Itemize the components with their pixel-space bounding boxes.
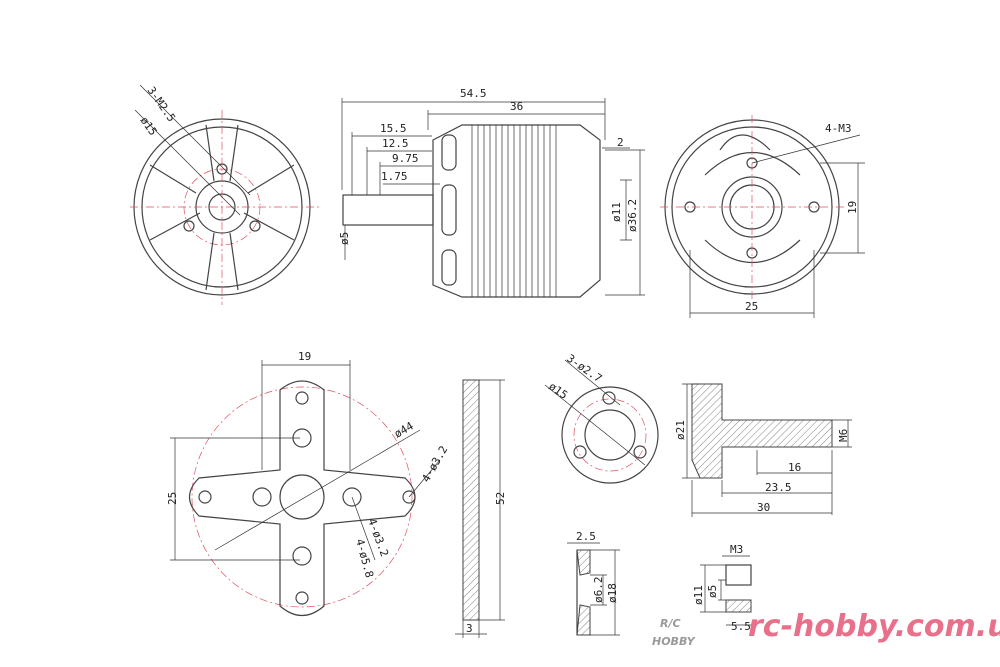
rear-holes-label: 4-M3: [825, 122, 852, 135]
plate-length-label: 52: [494, 492, 507, 505]
dim-1-75: 1.75: [381, 170, 408, 183]
hobby-logo: HOBBY: [652, 635, 696, 648]
prop-shaft-view: ø21 M6 16 23.5 30: [674, 383, 852, 517]
shaft-dia-label: ø5: [338, 232, 351, 245]
hub-dia-label: ø11: [610, 202, 623, 222]
large-holes-label: 4-ø5.8: [353, 537, 376, 579]
washer-inner-label: ø6.2: [592, 577, 605, 604]
rc-logo: R/C: [660, 617, 681, 630]
adapter-diameter-label: ø15: [546, 380, 570, 402]
overall-length-label: 54.5: [460, 87, 487, 100]
nut-thread-label: M3: [730, 543, 743, 556]
thread-label: M6: [837, 429, 850, 442]
shaft-30-label: 30: [757, 501, 770, 514]
dim-15-5: 15.5: [380, 122, 407, 135]
plate-height-label: 25: [166, 492, 179, 505]
washer-thickness-label: 2.5: [576, 530, 596, 543]
nut-view: M3 ø11 ø5 5.5: [692, 543, 752, 633]
front-view: 3-M2.5 ø15: [130, 84, 320, 305]
washer-view: 2.5 ø6.2 ø18: [567, 530, 620, 636]
plate-thickness-label: 3: [466, 622, 473, 635]
shaft-16-label: 16: [788, 461, 801, 474]
front-diameter-label: ø15: [138, 114, 160, 138]
rear-horizontal-label: 25: [745, 300, 758, 313]
nut-inner-label: ø5: [706, 585, 719, 598]
prop-adapter-view: 3-ø2.7 ø15: [544, 352, 659, 484]
outer-holes-label: 4-ø3.2: [419, 444, 450, 485]
shaft-23-5-label: 23.5: [765, 481, 792, 494]
watermark: R/C HOBBY rc-hobby.com.ua: [652, 609, 1000, 648]
rear-vertical-label: 19: [846, 201, 859, 214]
dim-9-75: 9.75: [392, 152, 419, 165]
body-dia-label: ø36.2: [626, 199, 639, 232]
nut-outer-label: ø11: [692, 585, 705, 605]
adapter-holes-label: 3-ø2.7: [564, 352, 604, 385]
plate-circle-label: ø44: [392, 419, 416, 440]
body-length-label: 36: [510, 100, 523, 113]
side-view: 54.5 36 15.5 12.5 9.75 1.75 ø5 2 ø11 ø36…: [338, 87, 645, 298]
washer-outer-label: ø18: [606, 583, 619, 603]
dim-12-5: 12.5: [382, 137, 409, 150]
mount-plate: 19 ø44 4-ø3.2 4-ø3.2 4-ø5.8 25: [166, 350, 450, 617]
rear-dim-label: 2: [617, 136, 624, 149]
flange-dia-label: ø21: [674, 420, 687, 440]
nut-length-label: 5.5: [731, 620, 751, 633]
plate-side-view: 52 3: [455, 379, 507, 638]
plate-width-label: 19: [298, 350, 311, 363]
site-watermark: rc-hobby.com.ua: [748, 609, 1000, 644]
rear-view: 4-M3 19 25: [660, 115, 865, 318]
